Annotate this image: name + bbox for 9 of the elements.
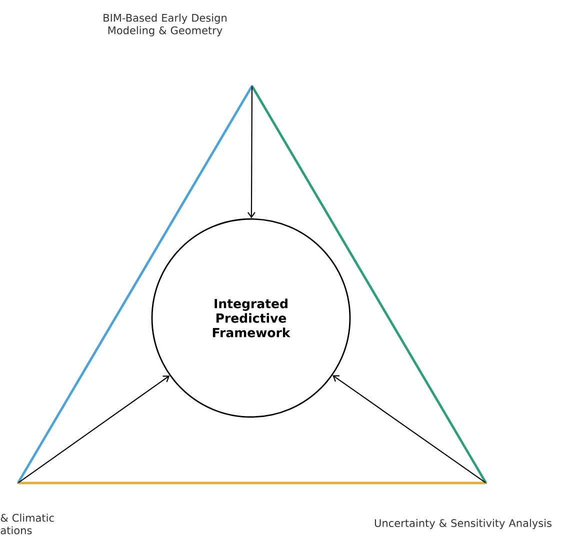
arrow: [18, 376, 170, 483]
arrow: [332, 375, 486, 483]
triangle-side: [17, 86, 253, 484]
vertex-label: BIM-Based Early Design Modeling & Geometry: [104, 14, 226, 36]
triangle-side: [18, 482, 486, 484]
vertex-label: & Climatic ations: [0, 514, 54, 534]
arrow: [248, 86, 256, 218]
triangle-side: [251, 86, 487, 484]
vertex-label: Uncertainty & Sensitivity Analysis: [374, 518, 552, 530]
